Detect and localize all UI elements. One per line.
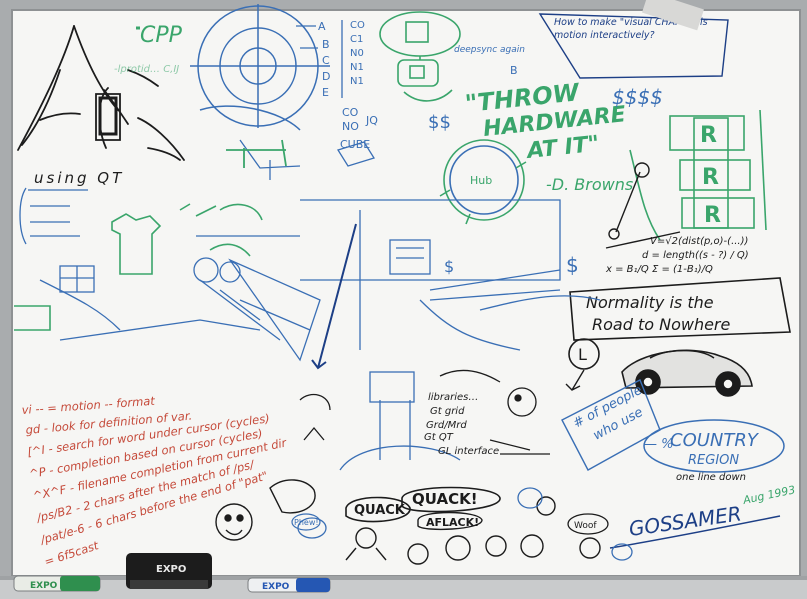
glue-letters: A B C D E	[318, 20, 330, 99]
tent-sketch	[17, 25, 185, 161]
svg-text:— %: — %	[644, 437, 674, 452]
blue-marker[interactable]: EXPO	[247, 577, 331, 593]
aflack: AFLACK!	[426, 516, 479, 529]
glue-codes: CO C1 N0 N1 N1	[350, 20, 365, 87]
woof: Woof	[574, 521, 597, 531]
cpp-label: CPP	[140, 23, 183, 48]
center-black-sketches	[299, 369, 550, 455]
formulas: V=√2(dist(p,o)-(...)) d = length((s - ?)…	[605, 236, 749, 275]
gl-left-text: -lprotid… C,IJ	[114, 64, 179, 75]
svg-text:C1: C1	[350, 34, 363, 45]
svg-text:E: E	[322, 86, 329, 99]
country-line-2: REGION	[688, 453, 739, 468]
l-circle-letter: L	[578, 345, 587, 364]
green-sketches-left	[14, 203, 263, 331]
blue-sketches-left	[19, 187, 281, 341]
marker-2-label: EXPO	[262, 582, 290, 592]
quack-1: QUACK	[354, 503, 406, 518]
aflack-bubble	[417, 511, 483, 531]
svg-text:Grd/Mrd: Grd/Mrd	[426, 420, 467, 431]
throw-author: -D. Browns	[546, 175, 633, 194]
cartoon-characters	[215, 479, 601, 565]
svg-text:Gt grid: Gt grid	[430, 406, 465, 417]
tray-lip	[0, 576, 807, 580]
svg-text:GL interface: GL interface	[438, 446, 499, 457]
country-ellipse	[643, 419, 785, 473]
green-kiosk	[379, 11, 461, 102]
svg-text:N0: N0	[350, 48, 364, 59]
svg-text:R: R	[704, 203, 721, 228]
country-line-1: COUNTRY	[670, 430, 760, 451]
dollar-mid: $	[566, 253, 579, 277]
svg-text:d = length((s - ?) / Q): d = length((s - ?) / Q)	[642, 250, 749, 261]
svg-text:Gt QT: Gt QT	[424, 432, 454, 443]
blue-vertical-arrow	[311, 223, 357, 370]
svg-text:CO: CO	[342, 106, 359, 119]
gossamer-underline	[609, 515, 781, 549]
svg-text:V=√2(dist(p,o)-(...)): V=√2(dist(p,o)-(...))	[650, 236, 748, 247]
lever-sketch	[605, 162, 681, 249]
arrow-down-icon	[565, 369, 585, 391]
quack-2: QUACK!	[412, 490, 478, 508]
svg-text:x = B₁/Q Σ = (1-B₁)/Q: x = B₁/Q Σ = (1-B₁)/Q	[605, 264, 713, 275]
car-sketch	[621, 349, 753, 397]
green-marker[interactable]: EXPO	[13, 575, 101, 592]
phew-bubble	[291, 513, 321, 531]
quack-bubble-2	[401, 486, 501, 513]
svg-text:N1: N1	[350, 76, 364, 87]
deep-sync-text: deepsync again	[454, 45, 525, 55]
using-qt-text: using QT	[34, 169, 124, 187]
normality-line-2: Road to Nowhere	[592, 315, 731, 334]
hub-label: Hub	[470, 174, 492, 187]
dollars-big: $$$$	[612, 85, 663, 109]
eraser[interactable]: EXPO	[126, 553, 212, 589]
bullet-list: libraries… Gt grid Grd/Mrd Gt QT GL inte…	[424, 392, 499, 457]
phew: Phew!	[294, 518, 319, 527]
target-diagram	[190, 4, 330, 131]
svg-text:JQ: JQ	[365, 114, 378, 127]
board-surface	[12, 10, 800, 576]
svg-text:A: A	[318, 20, 326, 33]
one-line-down: one line down	[676, 472, 746, 483]
question-box-text: How to make "visual CHAPSS" is motion in…	[554, 17, 708, 41]
svg-text:R: R	[700, 123, 717, 148]
green-mid-strokes	[226, 139, 287, 168]
center-blue-sketches	[196, 199, 601, 471]
dollars-small: $$	[428, 112, 451, 133]
r-structure	[629, 109, 767, 241]
eraser-label: EXPO	[156, 564, 186, 575]
paper-note	[642, 0, 704, 31]
svg-text:B: B	[322, 38, 330, 51]
normality-line-1: Normality is the	[586, 293, 714, 312]
svg-text:libraries…: libraries…	[428, 392, 478, 403]
quack-bubble-1	[345, 496, 411, 523]
svg-text:N1: N1	[350, 62, 364, 73]
glue-bracket	[296, 20, 343, 98]
svg-text:D: D	[322, 70, 330, 83]
normality-box	[569, 277, 791, 341]
marker-1-label: EXPO	[30, 581, 58, 591]
svg-text:R: R	[702, 165, 719, 190]
b-label: B	[510, 64, 518, 77]
r-letters: R R R	[700, 123, 721, 228]
woof-bubble	[567, 513, 609, 535]
question-box-text-wrap: How to make "visual CHAPSS" is motion in…	[554, 17, 708, 41]
codes-mid: CO NO JQ CUBE	[340, 106, 378, 151]
svg-text:NO: NO	[342, 120, 359, 133]
dollar-mid-2: $	[444, 257, 454, 276]
svg-text:CO: CO	[350, 20, 365, 31]
l-circle	[568, 338, 600, 370]
svg-text:C: C	[322, 54, 330, 67]
hub-diagram	[439, 139, 527, 225]
